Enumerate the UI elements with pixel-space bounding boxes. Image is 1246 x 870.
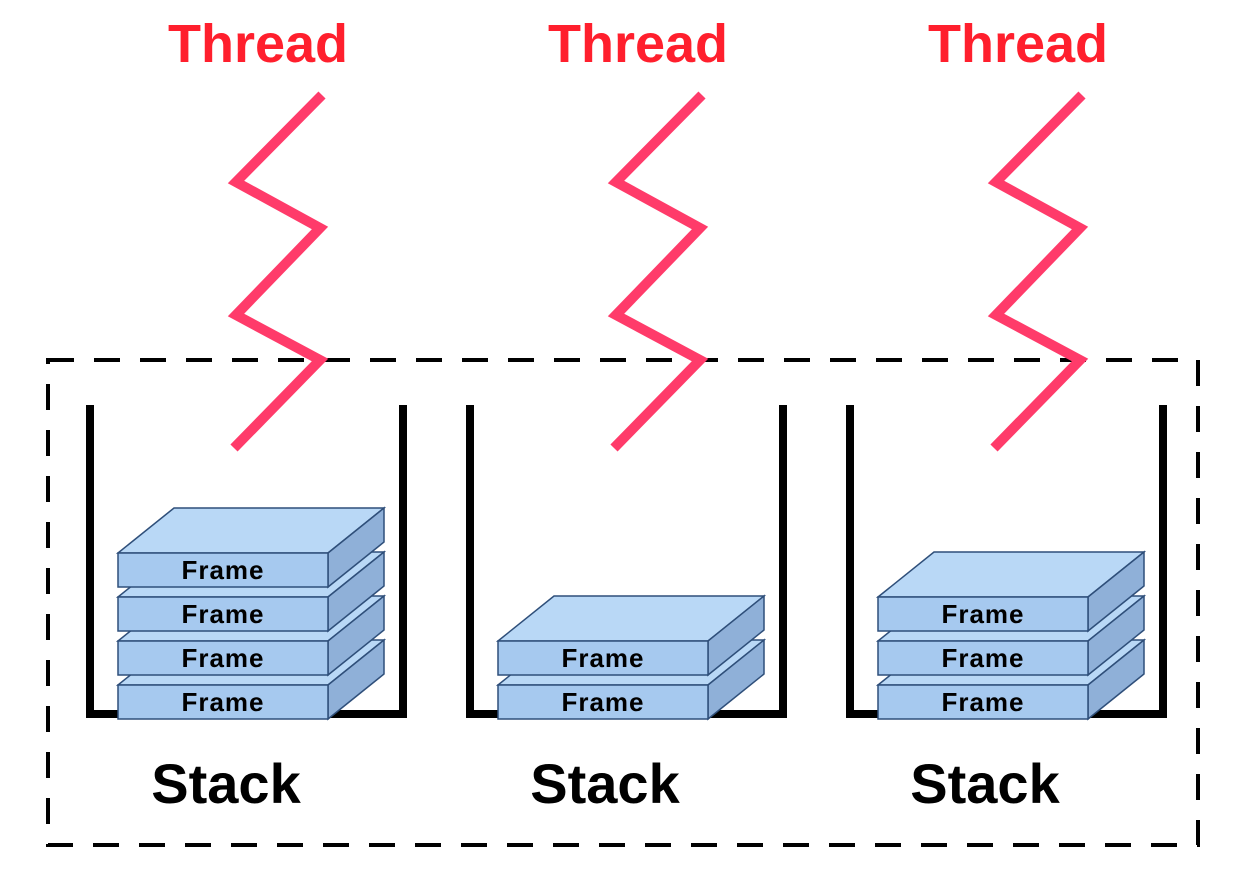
frame-stack: Frame Frame Frame [875, 550, 1147, 721]
thread-zigzag-icon [987, 91, 1089, 452]
frame-block: Frame [495, 594, 767, 677]
thread-label: Thread [928, 14, 1108, 74]
frame-stack: Frame Frame [495, 594, 767, 721]
frame-label: Frame [181, 555, 264, 585]
frame-label: Frame [941, 599, 1024, 629]
thread-zigzag-icon [227, 91, 329, 452]
frame-label: Frame [181, 599, 264, 629]
thread-label: Thread [168, 14, 348, 74]
frame-label: Frame [561, 643, 644, 673]
stack-label: Stack [530, 752, 680, 815]
frame-block: Frame [875, 550, 1147, 633]
stack-label: Stack [910, 752, 1060, 815]
stack-column: Thread Frame Frame Frame Stac [846, 14, 1167, 815]
frame-label: Frame [561, 687, 644, 717]
frame-label: Frame [181, 687, 264, 717]
frame-block: Frame [115, 506, 387, 589]
stack-label: Stack [151, 752, 301, 815]
frame-label: Frame [941, 643, 1024, 673]
thread-zigzag-icon [607, 91, 709, 452]
frame-label: Frame [941, 687, 1024, 717]
thread-label: Thread [548, 14, 728, 74]
frame-stack: Frame Frame Frame Frame [115, 506, 387, 721]
stack-column: Thread Frame Frame Frame [86, 14, 407, 815]
frame-label: Frame [181, 643, 264, 673]
stack-column: Thread Frame Frame Stack [466, 14, 787, 815]
memory-region-boundary [46, 358, 1200, 847]
